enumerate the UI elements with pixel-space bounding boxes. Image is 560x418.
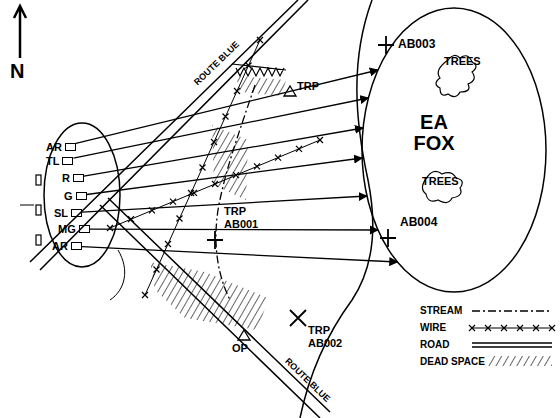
legend-entry: WIRE (420, 322, 446, 333)
sector-of-fire (87, 158, 363, 195)
fighting-position (79, 225, 90, 233)
weapon-label: TL (46, 155, 59, 167)
sector-of-fire (76, 70, 378, 143)
weapon-position: G (64, 190, 87, 202)
area-name: EA FOX (404, 112, 464, 154)
legend-text: ROAD (420, 339, 449, 350)
road (100, 198, 330, 418)
fighting-position (71, 209, 82, 217)
stream (216, 85, 255, 300)
fighting-position (36, 235, 41, 245)
legend-entry: ROAD (420, 339, 449, 350)
area-feature: AB004 (400, 216, 437, 229)
legend-text: WIRE (420, 322, 446, 333)
weapon-label: G (64, 190, 73, 202)
sector-of-fire (73, 98, 368, 158)
op-triangle (238, 330, 250, 340)
wire-obstacle (145, 40, 260, 295)
obstacle-symbol (232, 64, 286, 76)
weapon-label: AR (46, 141, 62, 153)
legend-text: STREAM (420, 305, 462, 316)
point-label: TRP AB001 (224, 205, 264, 231)
weapon-position: TL (46, 155, 73, 167)
weapon-position: MG (58, 223, 90, 235)
tree-symbol (422, 171, 462, 202)
trp-cross (290, 310, 306, 326)
oval-outline (362, 8, 546, 292)
legend-deadspace-sample (488, 356, 552, 366)
route-label: ROUTE BLUE (192, 39, 242, 88)
stream (300, 0, 373, 418)
fighting-position (36, 175, 41, 185)
squad-position (44, 123, 120, 267)
legend-road-sample (472, 343, 552, 347)
point-label: OP (232, 342, 248, 355)
trp-cross (207, 231, 223, 249)
legend-text: DEAD SPACE (420, 356, 485, 367)
engagement-area: AB003TREES EA FOX TREES AB004 (360, 6, 548, 294)
north-arrow (14, 6, 26, 58)
fighting-position (36, 205, 41, 215)
legend-wire-sample (472, 328, 552, 329)
area-feature: TREES (422, 176, 459, 188)
dead-space (236, 76, 286, 96)
legend-entry: STREAM (420, 305, 462, 316)
point-label: TRP AB002 (308, 324, 348, 350)
fighting-position (73, 174, 84, 182)
weapon-position: SL (54, 207, 82, 219)
area-feature: AB003 (398, 38, 435, 51)
fighting-position (76, 192, 87, 200)
terrain-line (20, 205, 125, 300)
area-feature: TREES (444, 56, 481, 68)
fighting-position (71, 242, 82, 250)
weapon-position: R (62, 172, 84, 184)
route-label: ROUTE BLUE (282, 356, 332, 405)
weapon-label: AR (52, 240, 68, 252)
point-label: TRP (297, 80, 319, 93)
weapon-label: MG (58, 223, 76, 235)
north-label: N (10, 60, 24, 82)
weapon-label: SL (54, 207, 68, 219)
fighting-position (65, 143, 76, 151)
legend-stream-sample (472, 310, 552, 311)
weapon-position: AR (46, 141, 76, 153)
sector-of-fire (82, 247, 398, 262)
sector-of-fire (84, 128, 363, 176)
legend-entry: DEAD SPACE (420, 356, 485, 367)
weapon-position: AR (52, 240, 82, 252)
fighting-position (62, 157, 73, 165)
weapon-label: R (62, 172, 70, 184)
